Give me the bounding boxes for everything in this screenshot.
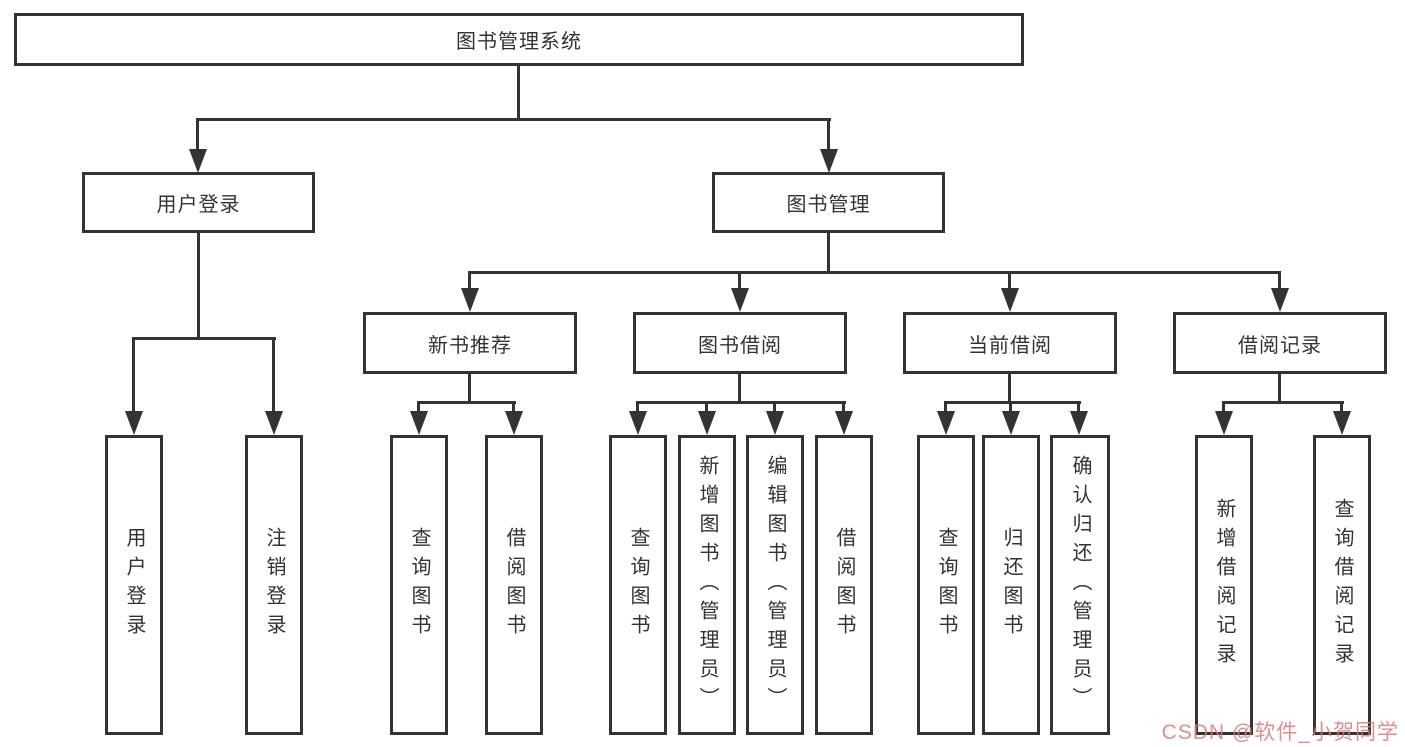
connector-root-stem <box>517 64 520 120</box>
arrowhead-book-mgmt <box>820 149 838 173</box>
leaf-bb-borrow-books-label: 借阅图书 <box>833 527 855 643</box>
leaf-logout-label: 注销登录 <box>263 527 285 643</box>
leaf-br-add-record: 新增借阅记录 <box>1195 435 1253 735</box>
arrowhead-br-query <box>1333 411 1351 435</box>
node-user-login: 用户登录 <box>82 172 315 233</box>
connector-bookmgmt-bus <box>468 271 1281 274</box>
connector-drop-bb-edit <box>773 401 776 413</box>
leaf-br-add-record-label: 新增借阅记录 <box>1213 498 1235 672</box>
connector-drop-user-login <box>196 118 199 151</box>
arrowhead-current-borrow <box>1001 288 1019 312</box>
arrowhead-cb-return <box>1002 411 1020 435</box>
node-new-book-recommend: 新书推荐 <box>363 312 577 374</box>
arrowhead-bb-edit <box>766 411 784 435</box>
connector-newbook-bus <box>417 401 516 404</box>
connector-drop-book-borrow <box>738 271 741 290</box>
connector-drop-cb-confirm <box>1077 401 1080 413</box>
connector-drop-borrow-record <box>1278 271 1281 290</box>
connector-borrowrecord-stem <box>1278 373 1281 403</box>
arrowhead-nb-borrow <box>505 411 523 435</box>
arrowhead-bb-query <box>629 411 647 435</box>
connector-drop-current-borrow <box>1008 271 1011 290</box>
node-book-borrowing: 图书借阅 <box>633 312 847 374</box>
leaf-bb-add-books-admin: 新增图书（管理员） <box>678 435 736 735</box>
connector-drop-book-mgmt <box>827 118 830 151</box>
leaf-cb-query-books-label: 查询图书 <box>935 527 957 643</box>
arrowhead-cb-confirm <box>1070 411 1088 435</box>
leaf-user-login-label: 用户登录 <box>123 527 145 643</box>
arrowhead-leaf-logout <box>265 411 283 435</box>
node-root: 图书管理系统 <box>14 13 1024 66</box>
leaf-cb-return-books: 归还图书 <box>982 435 1040 735</box>
connector-bookborrow-bus <box>636 401 846 404</box>
node-current-borrowing-label: 当前借阅 <box>968 334 1052 357</box>
leaf-br-query-record: 查询借阅记录 <box>1313 435 1371 735</box>
connector-currentborrow-bus <box>944 401 1081 404</box>
leaf-bb-query-books: 查询图书 <box>609 435 667 735</box>
node-book-borrowing-label: 图书借阅 <box>698 334 782 357</box>
node-borrowing-records-label: 借阅记录 <box>1238 334 1322 357</box>
leaf-cb-query-books: 查询图书 <box>917 435 975 735</box>
connector-userlogin-stem <box>197 233 200 340</box>
connector-drop-bb-add <box>705 401 708 413</box>
node-book-management: 图书管理 <box>712 172 945 233</box>
node-user-login-label: 用户登录 <box>156 194 241 216</box>
connector-drop-bb-query <box>636 401 639 413</box>
arrowhead-bb-add <box>698 411 716 435</box>
leaf-bb-borrow-books: 借阅图书 <box>815 435 873 735</box>
connector-currentborrow-stem <box>1008 373 1011 403</box>
leaf-cb-confirm-return-admin-label: 确认归还（管理员） <box>1069 454 1091 716</box>
node-book-management-label: 图书管理 <box>786 194 871 216</box>
leaf-nb-borrow-books-label: 借阅图书 <box>503 527 525 643</box>
connector-drop-nb-query <box>417 401 420 413</box>
connector-drop-leaf-logout <box>272 337 275 413</box>
connector-root-bus <box>196 118 831 121</box>
arrowhead-nb-query <box>410 411 428 435</box>
node-borrowing-records: 借阅记录 <box>1173 312 1387 374</box>
leaf-cb-return-books-label: 归还图书 <box>1000 527 1022 643</box>
connector-drop-leaf-login <box>132 337 135 413</box>
arrowhead-book-borrow <box>731 288 749 312</box>
leaf-nb-borrow-books: 借阅图书 <box>485 435 543 735</box>
leaf-cb-confirm-return-admin: 确认归还（管理员） <box>1050 435 1110 735</box>
connector-drop-new-book <box>468 271 471 290</box>
node-current-borrowing: 当前借阅 <box>903 312 1117 374</box>
leaf-bb-query-books-label: 查询图书 <box>627 527 649 643</box>
node-new-book-recommend-label: 新书推荐 <box>428 334 512 357</box>
connector-drop-cb-query <box>944 401 947 413</box>
connector-bookmgmt-stem <box>827 233 830 273</box>
arrowhead-new-book <box>461 288 479 312</box>
connector-userlogin-bus <box>132 337 276 340</box>
arrowhead-leaf-login <box>125 411 143 435</box>
connector-newbook-stem <box>468 373 471 403</box>
leaf-bb-edit-books-admin-label: 编辑图书（管理员） <box>764 454 786 716</box>
leaf-br-query-record-label: 查询借阅记录 <box>1331 498 1353 672</box>
connector-drop-nb-borrow <box>512 401 515 413</box>
leaf-nb-query-books: 查询图书 <box>390 435 448 735</box>
arrowhead-bb-borrow <box>835 411 853 435</box>
connector-drop-br-add <box>1222 401 1225 413</box>
arrowhead-cb-query <box>937 411 955 435</box>
leaf-bb-edit-books-admin: 编辑图书（管理员） <box>746 435 804 735</box>
connector-drop-bb-borrow <box>842 401 845 413</box>
connector-bookborrow-stem <box>738 373 741 403</box>
leaf-logout: 注销登录 <box>245 435 303 735</box>
arrowhead-br-add <box>1215 411 1233 435</box>
node-root-label: 图书管理系统 <box>456 31 582 53</box>
connector-drop-br-query <box>1340 401 1343 413</box>
connector-borrowrecord-bus <box>1222 401 1344 404</box>
leaf-nb-query-books-label: 查询图书 <box>408 527 430 643</box>
leaf-user-login: 用户登录 <box>105 435 163 735</box>
leaf-bb-add-books-admin-label: 新增图书（管理员） <box>696 454 718 716</box>
arrowhead-borrow-record <box>1271 288 1289 312</box>
arrowhead-user-login <box>189 149 207 173</box>
connector-drop-cb-return <box>1009 401 1012 413</box>
